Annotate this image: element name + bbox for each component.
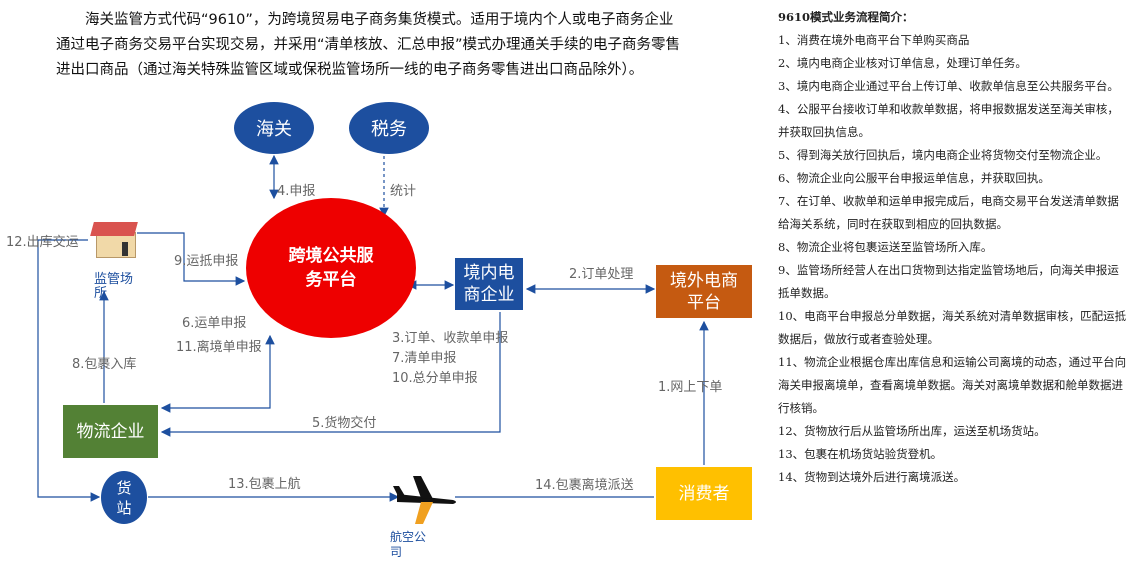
step-item: 3、境内电商企业通过平台上传订单、收款单信息至公共服务平台。 [778,79,1119,93]
warehouse-icon [90,218,138,258]
step-item: 14、货物到达境外后进行离境派送。 [778,470,966,484]
edge-label-6: 6.运单申报 [182,316,247,331]
overseas-platform-node: 境外电商平台 [656,265,752,318]
edge-label-8: 8.包裹入库 [72,357,137,372]
warehouse-label: 监管场所 [94,272,134,301]
tax-node: 税务 [349,102,429,154]
platform-node: 跨境公共服务平台 [246,198,416,338]
step-item: 12、货物放行后从监管场所出库，运送至机场货站。 [778,424,1046,438]
domestic-ecommerce-node: 境内电商企业 [455,258,523,310]
edge-label-7: 7.清单申报 [392,351,457,366]
step-item: 10、电商平台申报总分单数据，海关系统对清单数据审核，匹配运抵数据后，做放行或者… [778,309,1127,346]
edge-label-12: 12.出库交运 [6,235,79,250]
step-item: 4、公服平台接收订单和收款单数据，将申报数据发送至海关审核，并获取回执信息。 [778,102,1119,139]
cargo-station-node: 货站 [101,471,147,524]
customs-node: 海关 [234,102,314,154]
edge-label-2: 2.订单处理 [569,267,634,282]
step-item: 2、境内电商企业核对订单信息，处理订单任务。 [778,56,1027,70]
step-item: 11、物流企业根据仓库出库信息和运输公司离境的动态，通过平台向海关申报离境单，查… [778,355,1127,415]
step-item: 7、在订单、收款单和运单申报完成后，电商交易平台发送清单数据给海关系统，同时在获… [778,194,1119,231]
edge-label-10: 10.总分单申报 [392,371,478,386]
edge-label-11: 11.离境单申报 [176,340,262,355]
edge-label-4: 4.申报 [277,184,316,199]
step-item: 8、物流企业将包裹运送至监管场所入库。 [778,240,993,254]
airline-label: 航空公司 [390,530,427,559]
steps-title: 9610模式业务流程简介： [778,10,914,24]
edge-label-3: 3.订单、收款单申报 [392,331,509,346]
step-item: 1、消费在境外电商平台下单购买商品 [778,33,970,47]
intro-paragraph: 海关监管方式代码“9610”，为跨境贸易电子商务集货模式。适用于境内个人或电子商… [56,12,681,78]
step-item: 13、包裹在机场货站验货登机。 [778,447,943,461]
edge-label-1: 1.网上下单 [658,380,723,395]
edge-label-9: 9.运抵申报 [174,254,239,269]
step-item: 5、得到海关放行回执后，境内电商企业将货物交付至物流企业。 [778,148,1108,162]
edge-label-5: 5.货物交付 [312,416,377,431]
step-item: 9、监管场所经营人在出口货物到达指定监管场地后，向海关申报运抵单数据。 [778,263,1119,300]
edge-label-13: 13.包裹上航 [228,477,301,492]
logistics-node: 物流企业 [63,405,158,458]
edge-label-14: 14.包裹离境派送 [535,478,634,493]
process-steps: 9610模式业务流程简介： 1、消费在境外电商平台下单购买商品 2、境内电商企业… [778,6,1130,489]
step-item: 6、物流企业向公服平台申报运单信息，并获取回执。 [778,171,1050,185]
airplane-icon [393,476,456,524]
consumer-node: 消费者 [656,467,752,520]
edge-label-stat: 统计 [390,184,417,199]
